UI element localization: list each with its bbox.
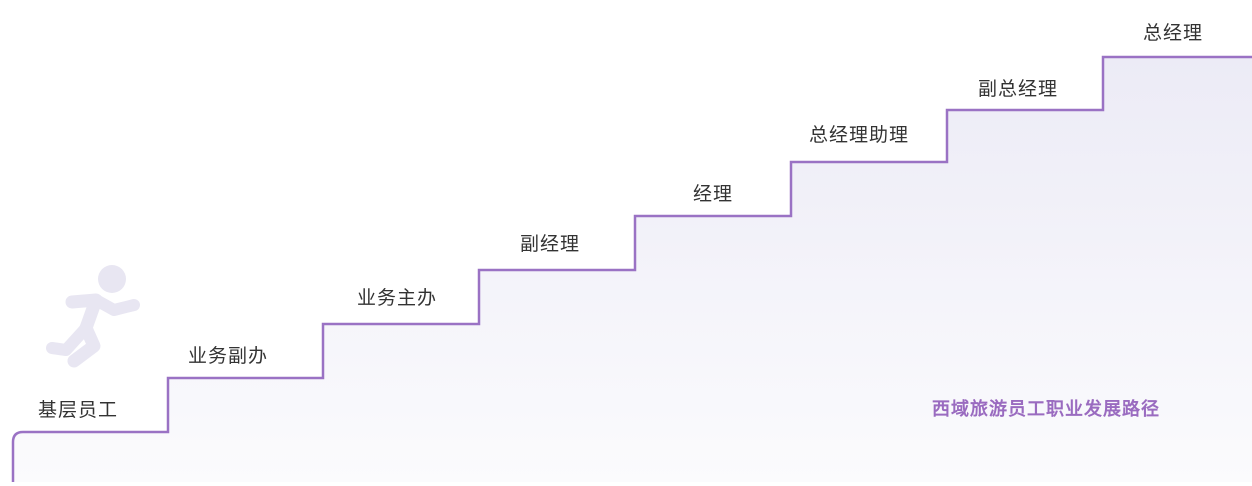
step-label-deputy-gm: 副总经理 [978, 78, 1059, 100]
step-label-manager: 经理 [693, 183, 734, 205]
staircase-line [11, 55, 1252, 482]
step-label-assistant: 业务副办 [188, 345, 269, 367]
step-label-officer: 业务主办 [357, 287, 438, 309]
step-label-gm: 总经理 [1143, 22, 1204, 44]
step-label-gm-assistant: 总经理助理 [809, 124, 910, 146]
diagram-caption: 西域旅游员工职业发展路径 [932, 399, 1160, 420]
running-person-icon [46, 265, 140, 368]
step-label-entry: 基层员工 [38, 399, 119, 421]
step-label-deputy-manager: 副经理 [520, 233, 581, 255]
